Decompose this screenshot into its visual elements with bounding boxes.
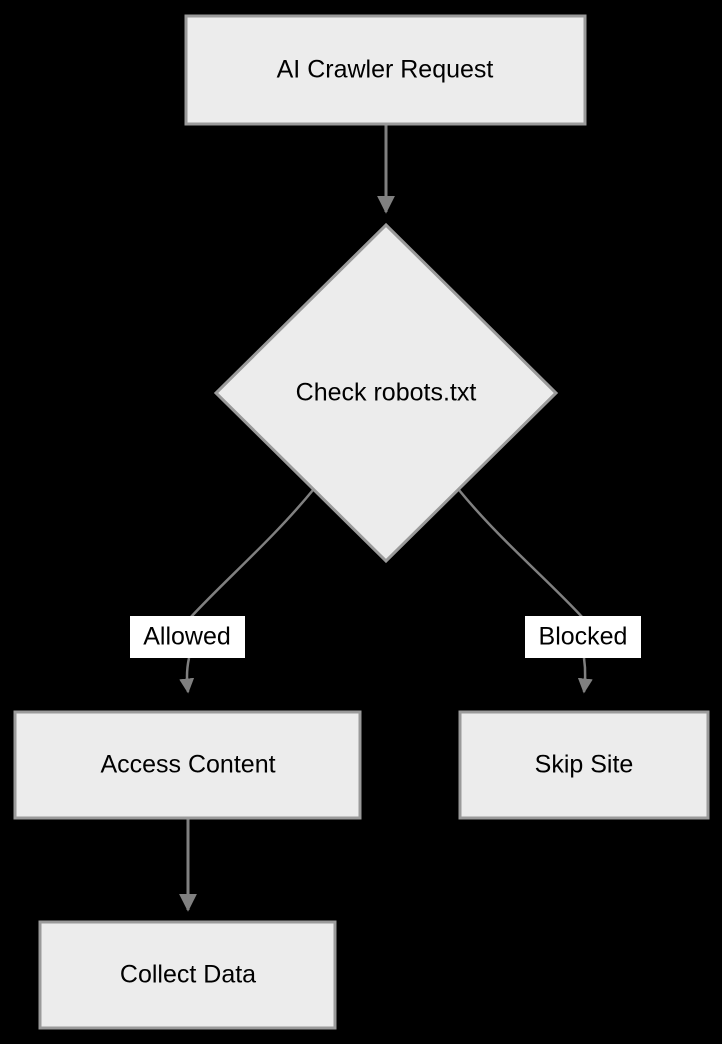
node-check-label: Check robots.txt bbox=[296, 379, 477, 407]
node-ai-crawler-request[interactable]: AI Crawler Request bbox=[184, 14, 587, 126]
edge-label-allowed-bg bbox=[130, 616, 245, 658]
node-request-label: AI Crawler Request bbox=[277, 56, 494, 84]
edge-check-to-access bbox=[189, 489, 314, 619]
node-access-shape bbox=[13, 710, 362, 820]
node-skip-shape bbox=[458, 710, 710, 820]
node-collect-shape bbox=[38, 920, 337, 1030]
edge-check-to-skip-tail bbox=[577, 657, 593, 694]
edge-label-blocked-text: Blocked bbox=[539, 623, 628, 651]
node-request-shape bbox=[184, 14, 587, 126]
node-check-robots-txt[interactable]: Check robots.txt bbox=[213, 222, 559, 564]
node-skip-label: Skip Site bbox=[535, 751, 634, 779]
edge-check-to-access-tail bbox=[179, 657, 195, 694]
edge-group bbox=[179, 124, 593, 912]
edge-label-allowed: Allowed bbox=[130, 616, 245, 658]
edge-label-blocked-bg bbox=[525, 616, 641, 658]
edge-check-to-skip bbox=[458, 489, 584, 619]
node-check-shape bbox=[213, 222, 559, 564]
edge-label-allowed-text: Allowed bbox=[143, 623, 231, 651]
node-collect-data[interactable]: Collect Data bbox=[38, 920, 337, 1030]
node-skip-site[interactable]: Skip Site bbox=[458, 710, 710, 820]
node-collect-label: Collect Data bbox=[120, 961, 256, 989]
node-access-content[interactable]: Access Content bbox=[13, 710, 362, 820]
edge-label-blocked: Blocked bbox=[525, 616, 641, 658]
node-access-label: Access Content bbox=[100, 751, 275, 779]
